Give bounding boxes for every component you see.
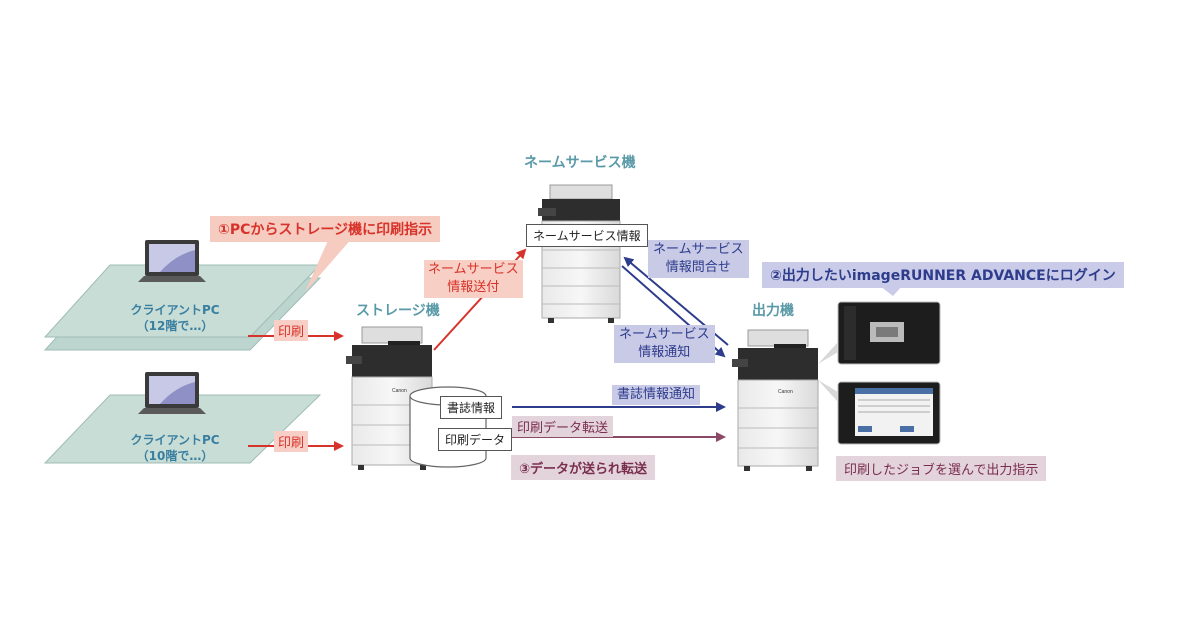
print-data-box: 印刷データ bbox=[438, 428, 513, 451]
select-job-callout: 印刷したジョブを選んで出力指示 bbox=[836, 456, 1047, 481]
laptop-icon bbox=[138, 240, 206, 282]
ns-notify-label: ネームサービス 情報通知 bbox=[614, 325, 715, 363]
output-machine-title: 出力機 bbox=[752, 303, 794, 319]
floor-12f bbox=[43, 264, 322, 351]
storage-machine-title: ストレージ機 bbox=[356, 303, 440, 319]
bibliographic-info-box: 書誌情報 bbox=[440, 396, 503, 419]
brand-mark: Canon bbox=[392, 388, 407, 394]
callout-tail bbox=[305, 236, 354, 292]
output-printer-icon bbox=[732, 329, 819, 471]
job-list-screen-thumbnail bbox=[818, 380, 941, 445]
login-screen-thumbnail bbox=[818, 301, 941, 365]
laptop-icon bbox=[138, 372, 206, 414]
callout-tail bbox=[880, 286, 902, 296]
name-service-machine-title: ネームサービス機 bbox=[524, 155, 636, 171]
print-label-10f: 印刷 bbox=[274, 431, 309, 452]
step1-callout: ①PCからストレージ機に印刷指示 bbox=[210, 216, 441, 242]
name-service-info-box: ネームサービス情報 bbox=[526, 224, 648, 247]
step3-callout: ③データが送られ転送 bbox=[511, 455, 656, 480]
name-service-printer-icon bbox=[538, 184, 621, 323]
client-pc-12f-label: クライアントPC （12階で…） bbox=[130, 303, 220, 333]
step2-callout: ②出力したいimageRUNNER ADVANCEにログイン bbox=[762, 262, 1124, 288]
client-pc-10f-label: クライアントPC （10階で…） bbox=[130, 433, 220, 463]
print-label-12f: 印刷 bbox=[274, 320, 309, 341]
ns-info-send-label: ネームサービス 情報送付 bbox=[424, 260, 523, 298]
biblio-notify-label: 書誌情報通知 bbox=[612, 385, 701, 405]
brand-mark: Canon bbox=[778, 389, 793, 395]
print-data-transfer-label: 印刷データ転送 bbox=[512, 416, 614, 437]
ns-query-label: ネームサービス 情報問合せ bbox=[648, 240, 749, 278]
